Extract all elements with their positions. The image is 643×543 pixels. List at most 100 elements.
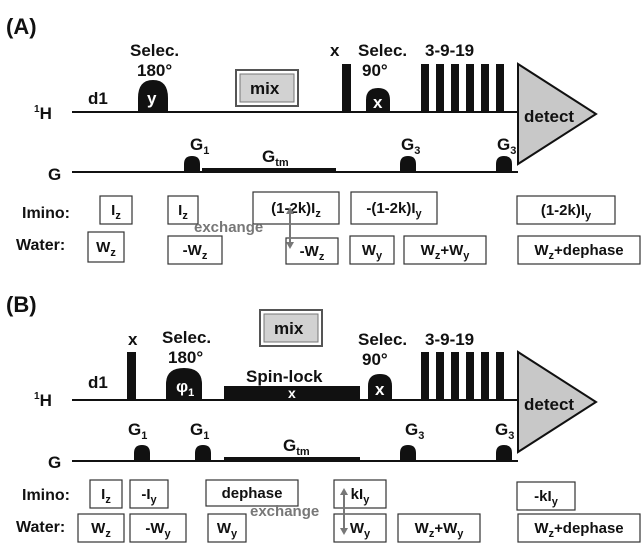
a-train-pulse-6 xyxy=(496,64,504,112)
b-3919-pulse-train xyxy=(421,352,504,400)
panel-b: (B) d1 1H x Selec. 180° φ1 mix Spin-lock… xyxy=(6,292,641,543)
b-imino-box-2: -Iy xyxy=(129,479,169,509)
a-selec90-line1: Selec. xyxy=(358,41,407,60)
a-h-channel-label: 1H xyxy=(34,104,52,123)
a-selec180-line1: Selec. xyxy=(130,41,179,60)
b-exchange-arrow xyxy=(340,488,348,535)
a-train-pulse-3 xyxy=(451,64,459,112)
b-pulse-x-label: x xyxy=(375,380,385,399)
a-g1-gradient xyxy=(184,156,200,172)
a-imino-box-3: (1-2k)Iz xyxy=(252,191,340,225)
b-g1-label-1: G1 xyxy=(128,420,147,442)
b-d1-label: d1 xyxy=(88,373,108,392)
a-water-box-3-text: -Wz xyxy=(300,243,325,263)
b-g1-gradient-2 xyxy=(195,445,211,461)
b-water-box-6: Wz+dephase xyxy=(517,513,641,543)
a-g3-gradient-2 xyxy=(496,156,512,172)
a-water-box-4-text: Wy xyxy=(362,242,383,262)
a-gtm-label: Gtm xyxy=(262,147,289,169)
b-water-boxes: Wz -Wy Wy Wy Wz+Wy Wz+dephase xyxy=(77,513,641,543)
a-imino-row-label: Imino: xyxy=(22,205,70,222)
a-selec90-line2: 90° xyxy=(362,61,388,80)
b-water-box-2-text: -Wy xyxy=(145,520,171,540)
a-exchange-label: exchange xyxy=(194,219,263,236)
b-selec90-line1: Selec. xyxy=(358,330,407,349)
b-water-box-1: Wz xyxy=(77,513,125,543)
a-water-row-label: Water: xyxy=(16,237,65,254)
a-mix-label: mix xyxy=(250,79,280,98)
b-imino-box-2-text: -Iy xyxy=(141,486,157,506)
b-train-pulse-3 xyxy=(451,352,459,400)
b-water-box-4-text: Wy xyxy=(350,520,371,540)
b-water-row-label: Water: xyxy=(16,519,65,536)
b-g3-gradient-2 xyxy=(496,445,512,461)
a-pulse-x-label: x xyxy=(373,93,383,112)
panel-a: (A) d1 1H Selec. 180° y mix x Selec. 90°… xyxy=(6,14,641,265)
b-gtm-gradient xyxy=(224,457,360,462)
a-train-pulse-1 xyxy=(421,64,429,112)
b-train-pulse-1 xyxy=(421,352,429,400)
b-gtm-label: Gtm xyxy=(283,436,310,458)
b-water-box-1-text: Wz xyxy=(91,520,111,540)
b-g1-label-2: G1 xyxy=(190,420,209,442)
a-water-box-1: Wz xyxy=(87,231,125,263)
a-detect-shape xyxy=(517,62,598,166)
b-g3-label-2: G3 xyxy=(495,420,514,442)
a-g-channel-label: G xyxy=(48,165,61,184)
a-imino-box-5: (1-2k)Iy xyxy=(516,195,616,225)
b-g3-label-1: G3 xyxy=(405,420,424,442)
panel-b-label: (B) xyxy=(6,292,37,317)
a-imino-box-1: Iz xyxy=(99,195,133,225)
b-spinlock-block xyxy=(224,386,360,400)
b-train-pulse-6 xyxy=(496,352,504,400)
b-water-box-3-text: Wy xyxy=(217,520,238,540)
b-mix-label: mix xyxy=(274,319,304,338)
b-detect-label: detect xyxy=(524,395,574,414)
b-selec180-line1: Selec. xyxy=(162,328,211,347)
a-detect-label: detect xyxy=(524,107,574,126)
a-train-pulse-2 xyxy=(436,64,444,112)
a-imino-box-2: Iz xyxy=(167,195,199,225)
a-imino-box-3-text: (1-2k)Iz xyxy=(271,200,321,220)
b-g-channel-label: G xyxy=(48,453,61,472)
a-selec180-line2: 180° xyxy=(137,61,172,80)
a-water-box-1-text: Wz xyxy=(96,239,116,259)
b-spinlock-x-label: x xyxy=(288,385,296,401)
a-water-box-5-text: Wz+Wy xyxy=(421,242,471,262)
b-detect-shape xyxy=(517,350,598,454)
b-g1-gradient-1 xyxy=(134,445,150,461)
a-g3-gradient-1 xyxy=(400,156,416,172)
panel-a-label: (A) xyxy=(6,14,37,39)
a-mix-box xyxy=(239,73,295,103)
b-selective-90-pulse xyxy=(368,374,392,400)
b-mix-box xyxy=(263,313,319,343)
a-g1-label: G1 xyxy=(190,135,209,157)
b-exchange-label: exchange xyxy=(250,503,319,520)
a-water-box-6: Wz+dephase xyxy=(517,235,641,265)
a-imino-box-2-text: Iz xyxy=(178,202,188,222)
b-selec90-line2: 90° xyxy=(362,350,388,369)
b-imino-box-5: -kIy xyxy=(516,481,576,511)
b-imino-row-label: Imino: xyxy=(22,487,70,504)
a-water-box-3: -Wz xyxy=(285,237,339,265)
b-imino-box-5-text: -kIy xyxy=(534,488,559,508)
a-imino-box-4-text: -(1-2k)Iy xyxy=(366,200,422,220)
a-imino-box-5-text: (1-2k)Iy xyxy=(541,202,592,222)
a-pulse-y-label: y xyxy=(147,89,157,108)
a-water-box-2-text: -Wz xyxy=(183,242,208,262)
b-water-box-5-text: Wz+Wy xyxy=(415,520,465,540)
a-x-label: x xyxy=(330,41,340,60)
a-g3-label-2: G3 xyxy=(497,135,516,157)
b-imino-box-3-text: dephase xyxy=(222,485,283,502)
b-imino-box-3: dephase xyxy=(205,479,299,507)
b-train-label: 3-9-19 xyxy=(425,330,474,349)
b-water-box-6-text: Wz+dephase xyxy=(534,520,623,540)
b-phi1-label: φ1 xyxy=(176,377,194,399)
b-imino-box-1-text: Iz xyxy=(101,486,111,506)
b-train-pulse-2 xyxy=(436,352,444,400)
a-selective-180-pulse xyxy=(138,80,168,112)
b-hard-90-pulse xyxy=(127,352,136,400)
a-exchange-arrow xyxy=(286,207,294,249)
